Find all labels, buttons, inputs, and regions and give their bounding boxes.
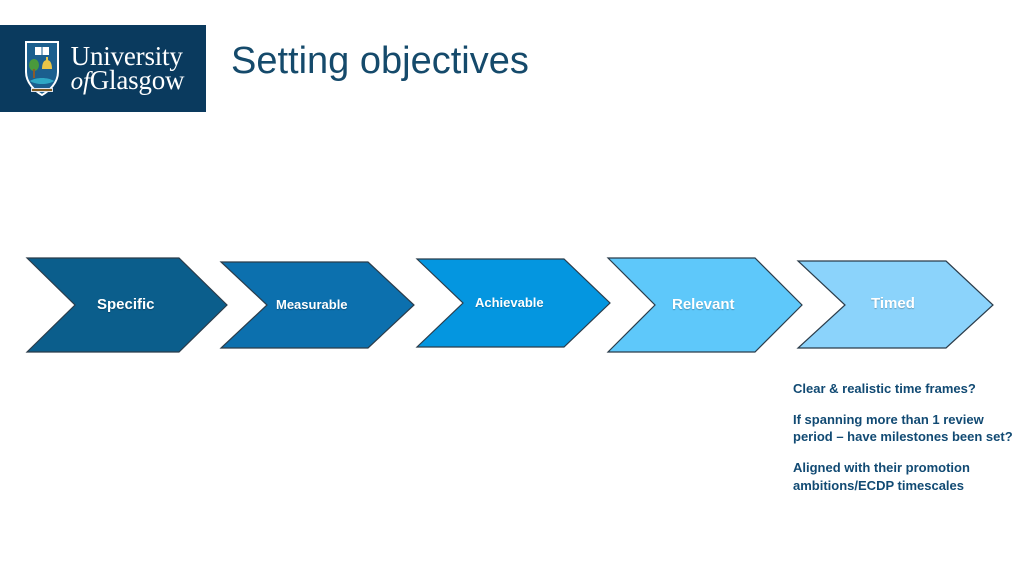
- logo-wordmark: University ofGlasgow: [70, 40, 185, 96]
- logo-wordmark-university: University: [70, 40, 183, 71]
- chevron-relevant-polygon: [606, 257, 803, 353]
- chevron-specific[interactable]: Specific: [25, 257, 228, 353]
- chevron-achievable-label: Achievable: [475, 295, 544, 310]
- university-crest-icon: [24, 40, 59, 96]
- note-paragraph-1: Clear & realistic time frames?: [793, 381, 976, 396]
- chevron-measurable-label: Measurable: [276, 297, 348, 312]
- chevron-measurable-polygon: [219, 261, 415, 349]
- chevron-measurable[interactable]: Measurable: [219, 261, 415, 349]
- chevron-measurable-shape: [219, 261, 415, 349]
- timed-notes-block: Clear & realistic time frames? If spanni…: [793, 380, 1018, 494]
- chevron-relevant-shape: [606, 257, 803, 353]
- logo-wordmark-glasgow: Glasgow: [89, 65, 185, 96]
- chevron-specific-polygon: [25, 257, 228, 353]
- chevron-timed-shape: [796, 260, 994, 349]
- chevron-specific-shape: [25, 257, 228, 353]
- logo-wordmark-of-glasgow: ofGlasgow: [70, 65, 185, 96]
- chevron-timed-polygon: [796, 260, 994, 349]
- page-title: Setting objectives: [231, 40, 529, 82]
- chevron-relevant-label: Relevant: [672, 296, 735, 313]
- note-paragraph-3: Aligned with their promotion ambitions/E…: [793, 460, 970, 493]
- chevron-timed-label: Timed: [871, 295, 915, 312]
- note-paragraph-2: If spanning more than 1 review period – …: [793, 412, 1013, 445]
- chevron-timed[interactable]: Timed: [796, 260, 994, 349]
- chevron-achievable-polygon: [415, 258, 611, 348]
- chevron-relevant[interactable]: Relevant: [606, 257, 803, 353]
- university-of-glasgow-logo: University ofGlasgow: [0, 25, 206, 112]
- chevron-achievable[interactable]: Achievable: [415, 258, 611, 348]
- logo-wordmark-of: of: [70, 68, 90, 96]
- chevron-achievable-shape: [415, 258, 611, 348]
- chevron-specific-label: Specific: [97, 296, 155, 313]
